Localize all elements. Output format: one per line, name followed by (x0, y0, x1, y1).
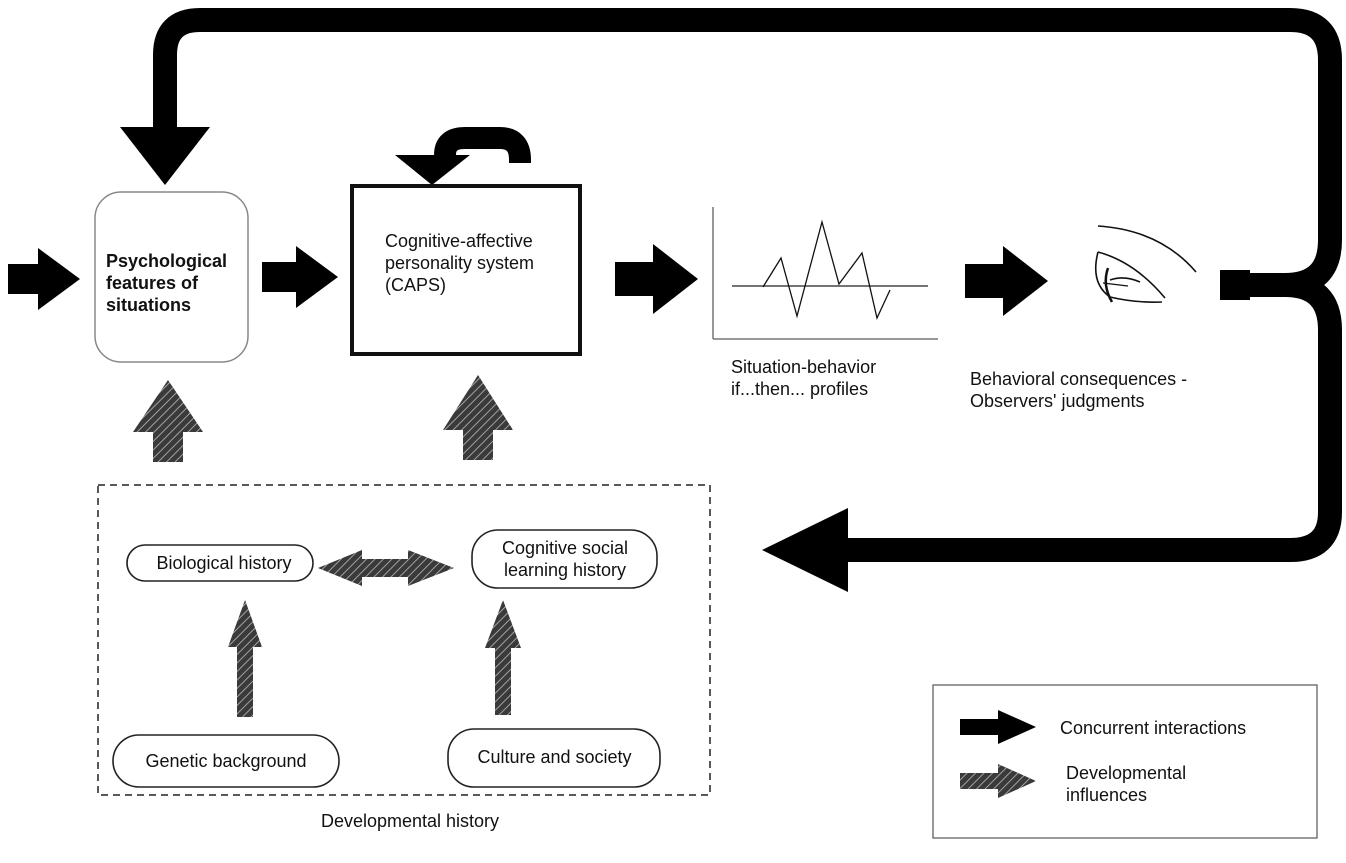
input-arrow (8, 248, 80, 310)
profiles-label: Situation-behavior if...then... profiles (731, 357, 877, 399)
developmental-history-box (97, 484, 711, 796)
observer-eye-icon (1094, 225, 1197, 303)
genetic-background-box (112, 734, 340, 788)
developmental-history-label: Developmental history (320, 811, 500, 831)
feedback-stem (1220, 270, 1250, 300)
dev-arrow-culture-to-cognitive (485, 600, 521, 715)
dev-double-arrow (318, 550, 454, 586)
culture-society-box (447, 728, 661, 788)
caps-label: Cognitive-affective personality system (… (385, 231, 535, 295)
legend-concurrent-label: Concurrent interactions (1060, 718, 1247, 738)
caps-self-loop (434, 127, 531, 163)
situations-label: Psychological features of situations (106, 251, 228, 315)
dev-arrow-to-situations (133, 380, 203, 462)
arrow-situations-to-caps (262, 246, 338, 308)
legend-box (932, 684, 1318, 839)
feedback-loop-top (153, 8, 1342, 297)
dev-arrow-to-caps (443, 375, 513, 460)
caps-self-loop-arrowhead (395, 155, 470, 185)
situations-box (94, 191, 249, 363)
legend-concurrent-arrow (960, 710, 1036, 744)
consequences-label: Behavioral consequences - Observers' jud… (970, 369, 1188, 411)
cognitive-social-box (471, 529, 658, 589)
cognitive-social-label: Cognitive social learning history (501, 538, 629, 580)
biological-history-label: Biological history (156, 553, 292, 573)
biological-history-box (126, 544, 314, 582)
arrow-profile-to-consequences (965, 246, 1048, 316)
feedback-loop-bottom (845, 273, 1342, 562)
profile-chart (712, 207, 938, 340)
arrow-caps-to-profile (615, 244, 698, 314)
feedback-arrowhead-down (120, 127, 210, 185)
culture-society-label: Culture and society (477, 747, 632, 767)
feedback-arrowhead-left (762, 508, 848, 592)
caps-box (350, 184, 582, 356)
legend-developmental-label: Developmental influences (1066, 763, 1187, 805)
genetic-background-label: Genetic background (145, 751, 307, 771)
dev-arrow-genetic-to-biological (228, 600, 262, 717)
legend-developmental-arrow (960, 764, 1036, 798)
